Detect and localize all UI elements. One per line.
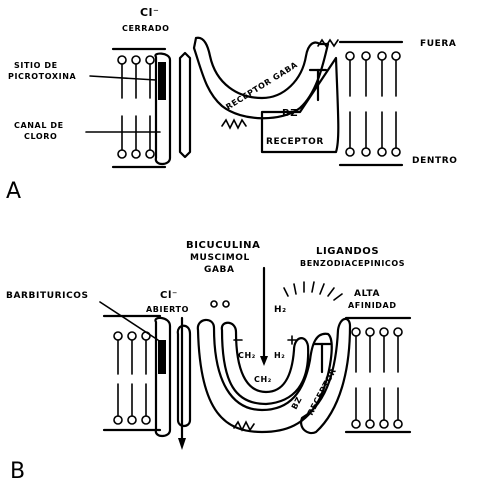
outside-label: FUERA [420,39,457,49]
lipid-bilayer-right-b [352,328,402,428]
ligands-label-2: BENZODIACEPINICOS [300,259,405,268]
affinity-label-1: ALTA [354,289,380,299]
lipid-bilayer-left-b [114,332,150,424]
barbiturates-label: BARBITURICOS [6,291,89,301]
gaba-receptor-label: RECEPTOR GABA [224,60,299,112]
open-label: ABIERTO [146,305,189,314]
oxygen-atoms [211,301,229,307]
channel-gate-a [180,53,190,157]
cl-ion-label-a: Cl⁻ [140,6,159,19]
channel-gate-b [178,326,190,426]
linker-bottom [222,120,246,128]
inside-label: DENTRO [412,156,457,166]
closed-label: CERRADO [122,24,170,33]
panel-b: BARBITURICOS Cl⁻ ABIERTO BICUCULINA MUSC… [6,240,410,484]
panel-b-letter: B [10,459,25,484]
h2-label: H₂ [274,305,287,315]
channel-subunit-b [155,318,170,436]
ch2-right-label: H₂ [274,351,285,360]
lipid-bilayer-left-a [118,56,154,158]
affinity-label-2: AFINIDAD [348,301,397,310]
chloride-arrowhead [178,438,186,450]
bz-label-a: BZ [282,108,298,119]
gaba-label: GABA [204,265,235,275]
ch2-left-label: CH₂ [238,351,256,360]
ligands-label-1: LIGANDOS [316,246,379,257]
panel-a-letter: A [6,179,21,204]
channel-label-2: CLORO [24,132,57,141]
picrotoxin-pointer [90,76,156,80]
panel-a: Cl⁻ CERRADO SITIO DE PICROTOXINA CANAL D… [6,6,457,204]
agonist-arrowhead [260,356,268,366]
barbiturate-site [158,340,166,374]
picrotoxin-label-1: SITIO DE [14,61,58,70]
bicuculline-label: BICUCULINA [186,240,260,251]
gaba-receptor-subunit [194,38,328,119]
picrotoxin-site [158,62,166,100]
lipid-bilayer-right-a [346,52,400,156]
ligand-rays [284,282,342,300]
muscimol-label: MUSCIMOL [190,253,250,263]
ch2-bottom-label: CH₂ [254,375,272,384]
picrotoxin-label-2: PICROTOXINA [8,72,76,81]
cl-ion-label-b: Cl⁻ [160,290,178,301]
bz-receptor-label-a: RECEPTOR [266,137,324,147]
bz-label-b: BZ [290,395,304,411]
channel-label-1: CANAL DE [14,121,64,130]
